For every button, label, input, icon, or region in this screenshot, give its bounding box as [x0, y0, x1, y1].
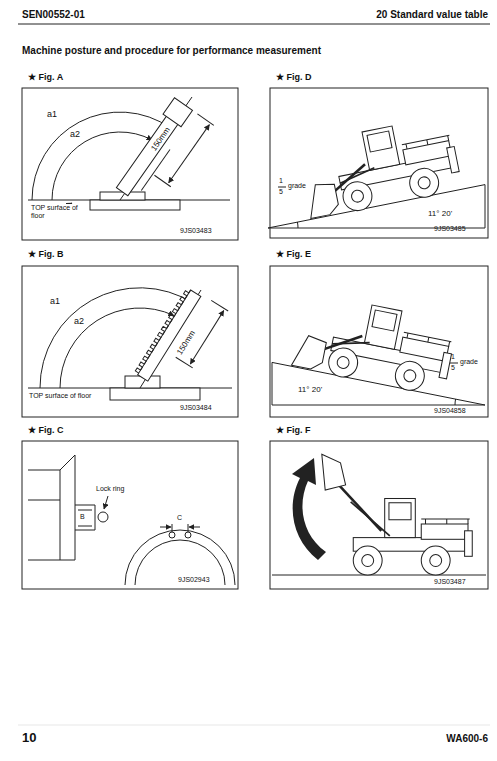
section-title: 20 Standard value table: [376, 9, 488, 20]
figure-label: ★ Fig. C: [28, 426, 64, 436]
grade-label: grade: [460, 358, 478, 366]
section-heading: Machine posture and procedure for perfor…: [22, 45, 321, 56]
figure-label: ★ Fig. E: [276, 250, 311, 260]
grade-label: grade: [288, 182, 306, 190]
figure-label: ★ Fig. B: [28, 250, 64, 260]
dimension: B: [80, 513, 85, 521]
angle-label: a1: [50, 297, 60, 307]
angle-label: 11° 20': [298, 386, 322, 395]
figure-label: ★ Fig. F: [276, 426, 311, 436]
angle-label: a1: [47, 110, 57, 120]
serration: [135, 288, 190, 373]
page-number: 10: [22, 731, 36, 745]
angle-label: a2: [74, 317, 84, 327]
grade-denominator: 5: [451, 364, 455, 372]
floor-label: TOP surface of floor: [28, 392, 92, 400]
grade-numerator: 1: [451, 353, 455, 361]
part-label: Lock ring: [96, 485, 124, 493]
dimension: 150mm: [176, 329, 198, 356]
figure-label: ★ Fig. D: [276, 73, 312, 83]
model-code: WA600-6: [446, 733, 488, 744]
figure-code: 9JS04858: [434, 407, 466, 415]
figure-code: 9JS03485: [434, 225, 466, 233]
figure-code: 9JS03484: [180, 404, 212, 412]
figure-code: 9JS03487: [434, 578, 466, 586]
dimension: C: [177, 514, 182, 522]
grade-numerator: 1: [279, 177, 283, 185]
floor-label: TOP surface of floor: [30, 204, 80, 219]
angle-label: 11° 20': [428, 210, 452, 219]
angle-label: a2: [70, 130, 80, 140]
doc-code: SEN00552-01: [22, 9, 85, 20]
figure-label: ★ Fig. A: [28, 73, 63, 83]
figure-code: 9JS03483: [180, 227, 212, 235]
figure-code: 9JS02943: [178, 576, 210, 584]
grade-denominator: 5: [279, 188, 283, 196]
dimension: 150mm: [150, 126, 173, 153]
